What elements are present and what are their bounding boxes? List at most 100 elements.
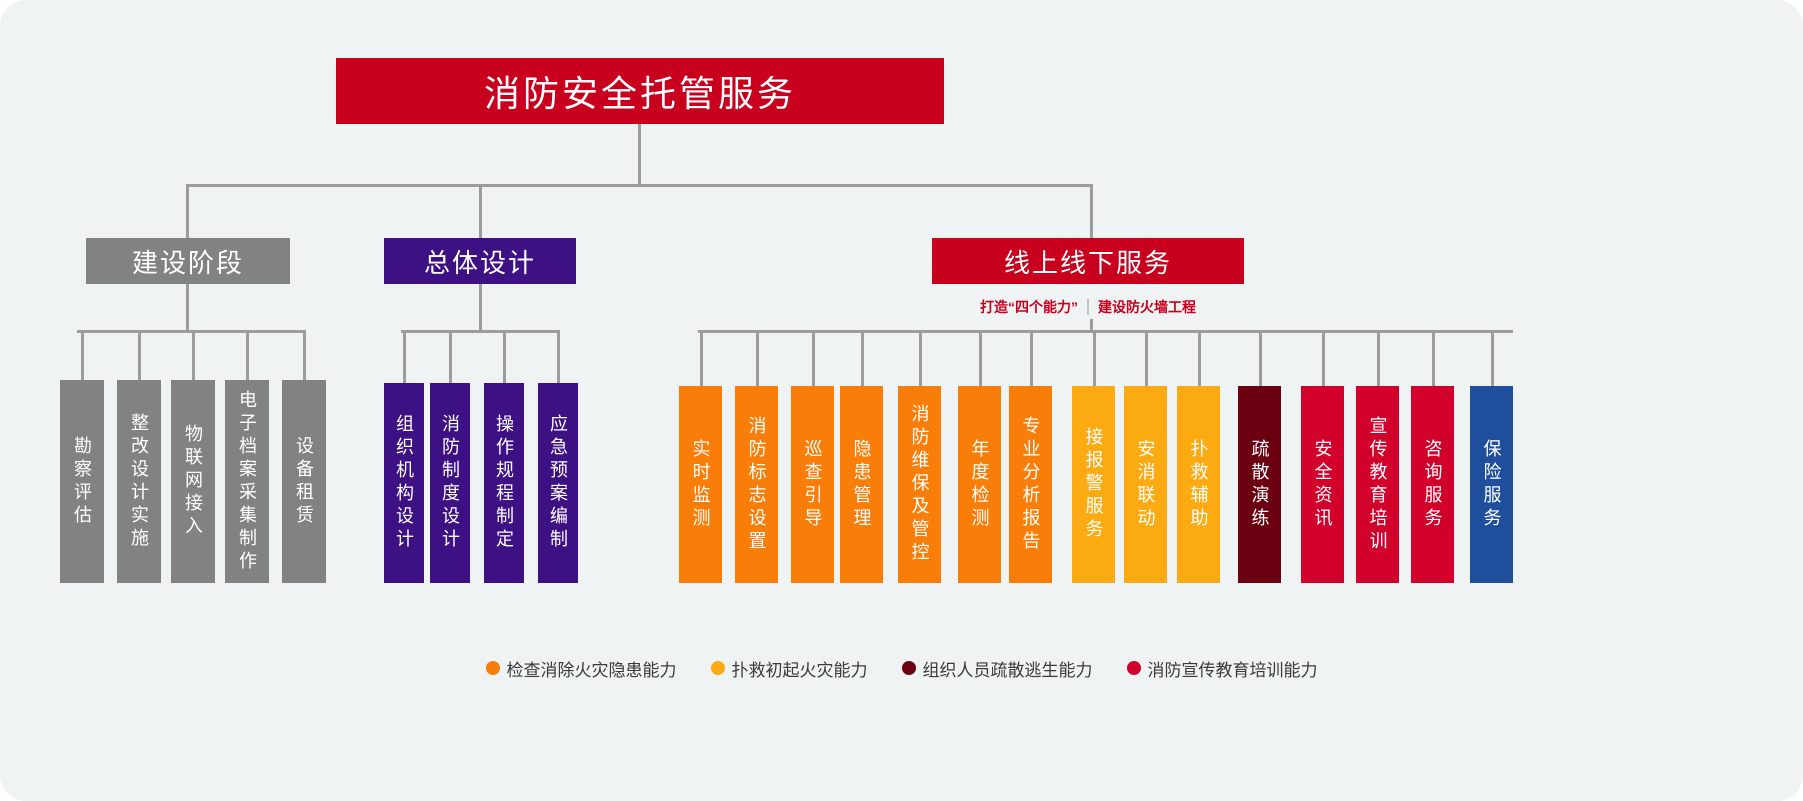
leaf-node[interactable]: 保险服务 (1470, 386, 1513, 583)
leaf-node-label: 物联网接入 (183, 424, 203, 539)
leaf-node-label: 应急预案编制 (548, 414, 568, 552)
legend-item-label: 组织人员疏散逃生能力 (922, 660, 1093, 680)
leaf-node-label: 消防标志设置 (746, 415, 767, 554)
leaf-node[interactable]: 操作规程制定 (484, 383, 524, 583)
legend-color-dot-icon (710, 661, 725, 675)
connector-leaf-drop (1432, 330, 1435, 386)
leaf-node[interactable]: 宣传教育培训 (1356, 386, 1399, 583)
legend-item: 消防宣传教育培训能力 (1126, 656, 1318, 681)
leaf-node-label: 保险服务 (1481, 438, 1502, 531)
leaf-node[interactable]: 应急预案编制 (538, 383, 578, 583)
branch-header-label: 建设阶段 (131, 247, 244, 278)
leaf-node[interactable]: 扑救辅助 (1177, 386, 1220, 583)
connector-leaf-drop (1491, 330, 1494, 386)
leaf-node[interactable]: 安消联动 (1124, 386, 1167, 583)
leaf-node-label: 咨询服务 (1422, 438, 1443, 531)
leaf-node-label: 消防维保及管控 (909, 404, 930, 565)
connector-leaf-drop (812, 330, 815, 386)
connector-leaf-drop (503, 330, 506, 383)
connector-drop-branch-0 (186, 184, 189, 238)
leaf-node[interactable]: 隐患管理 (840, 386, 883, 583)
legend-item-label: 检查消除火灾隐患能力 (506, 660, 677, 680)
connector-leaf-drop (979, 330, 982, 386)
connector-leaf-drop (919, 330, 922, 386)
legend-color-dot-icon (901, 661, 916, 675)
leaf-node[interactable]: 消防制度设计 (430, 383, 470, 583)
connector-branch-1-stem (479, 284, 482, 330)
subtitle-divider (1087, 299, 1089, 315)
connector-leaf-drop (1322, 330, 1325, 386)
leaf-node-label: 设备租赁 (294, 435, 314, 528)
leaf-node-label: 安全资讯 (1312, 438, 1333, 531)
leaf-node-label: 安消联动 (1135, 438, 1156, 531)
connector-branch-1-bus (401, 330, 557, 333)
leaf-node[interactable]: 专业分析报告 (1009, 386, 1052, 583)
connector-leaf-drop (303, 330, 306, 380)
leaf-node[interactable]: 咨询服务 (1411, 386, 1454, 583)
leaf-node-label: 宣传教育培训 (1367, 415, 1388, 554)
leaf-node-label: 疏散演练 (1249, 438, 1270, 531)
leaf-node-label: 接报警服务 (1083, 427, 1104, 542)
leaf-node-label: 电子档案采集制作 (237, 389, 257, 574)
connector-branch-0-stem (186, 284, 189, 330)
connector-leaf-drop (700, 330, 703, 386)
connector-leaf-drop (1145, 330, 1148, 386)
leaf-node-label: 实时监测 (690, 438, 711, 531)
connector-drop-branch-2 (1090, 184, 1093, 238)
leaf-node[interactable]: 设备租赁 (282, 380, 326, 583)
connector-branch-2-bus (698, 330, 1513, 333)
connector-leaf-drop (138, 330, 141, 380)
leaf-node-label: 组织机构设计 (394, 414, 414, 552)
leaf-node[interactable]: 消防维保及管控 (898, 386, 941, 583)
leaf-node[interactable]: 物联网接入 (171, 380, 215, 583)
legend-item: 扑救初起火灾能力 (710, 656, 868, 681)
legend-item-label: 扑救初起火灾能力 (731, 660, 868, 680)
branch-header-design[interactable]: 总体设计 (384, 238, 576, 284)
leaf-node[interactable]: 消防标志设置 (735, 386, 778, 583)
legend: 检查消除火灾隐患能力 扑救初起火灾能力 组织人员疏散逃生能力 消防宣传教育培训能力 (0, 648, 1803, 688)
legend-color-dot-icon (1126, 661, 1141, 675)
connector-leaf-drop (557, 330, 560, 383)
leaf-node[interactable]: 安全资讯 (1301, 386, 1344, 583)
leaf-node-label: 扑救辅助 (1188, 438, 1209, 531)
connector-leaf-drop (1030, 330, 1033, 386)
branch-header-construction[interactable]: 建设阶段 (86, 238, 290, 284)
root-node[interactable]: 消防安全托管服务 (336, 58, 944, 124)
connector-leaf-drop (403, 330, 406, 383)
branch-subtitle: 打造“四个能力” 建设防火墙工程 (932, 295, 1244, 319)
legend-item: 组织人员疏散逃生能力 (901, 656, 1093, 681)
leaf-node[interactable]: 勘察评估 (60, 380, 104, 583)
leaf-node-label: 年度检测 (969, 438, 990, 531)
branch-subtitle-left: 打造“四个能力” (980, 299, 1078, 315)
leaf-node-label: 勘察评估 (72, 435, 92, 528)
connector-leaf-drop (246, 330, 249, 380)
branch-header-service[interactable]: 线上线下服务 (932, 238, 1244, 284)
connector-leaf-drop (1198, 330, 1201, 386)
leaf-node[interactable]: 疏散演练 (1238, 386, 1281, 583)
leaf-node[interactable]: 年度检测 (958, 386, 1001, 583)
branch-header-label: 总体设计 (423, 247, 536, 278)
leaf-node-label: 整改设计实施 (129, 412, 149, 551)
leaf-node[interactable]: 电子档案采集制作 (225, 380, 269, 583)
leaf-node[interactable]: 整改设计实施 (117, 380, 161, 583)
connector-leaf-drop (1093, 330, 1096, 386)
leaf-node[interactable]: 巡查引导 (791, 386, 834, 583)
branch-subtitle-right: 建设防火墙工程 (1098, 299, 1196, 315)
connector-leaf-drop (1259, 330, 1262, 386)
leaf-node-label: 巡查引导 (802, 438, 823, 531)
connector-leaf-drop (449, 330, 452, 383)
leaf-node-label: 专业分析报告 (1020, 415, 1041, 554)
leaf-node-label: 消防制度设计 (440, 414, 460, 552)
connector-branch-0-bus (77, 330, 304, 333)
leaf-node[interactable]: 实时监测 (679, 386, 722, 583)
leaf-node-label: 操作规程制定 (494, 414, 514, 552)
legend-color-dot-icon (485, 661, 500, 675)
leaf-node[interactable]: 接报警服务 (1072, 386, 1115, 583)
connector-leaf-drop (81, 330, 84, 380)
connector-leaf-drop (1377, 330, 1380, 386)
connector-leaf-drop (861, 330, 864, 386)
legend-item-label: 消防宣传教育培训能力 (1147, 660, 1318, 680)
legend-item: 检查消除火灾隐患能力 (485, 656, 677, 681)
connector-branch-2-stem (1090, 319, 1093, 330)
leaf-node[interactable]: 组织机构设计 (384, 383, 424, 583)
